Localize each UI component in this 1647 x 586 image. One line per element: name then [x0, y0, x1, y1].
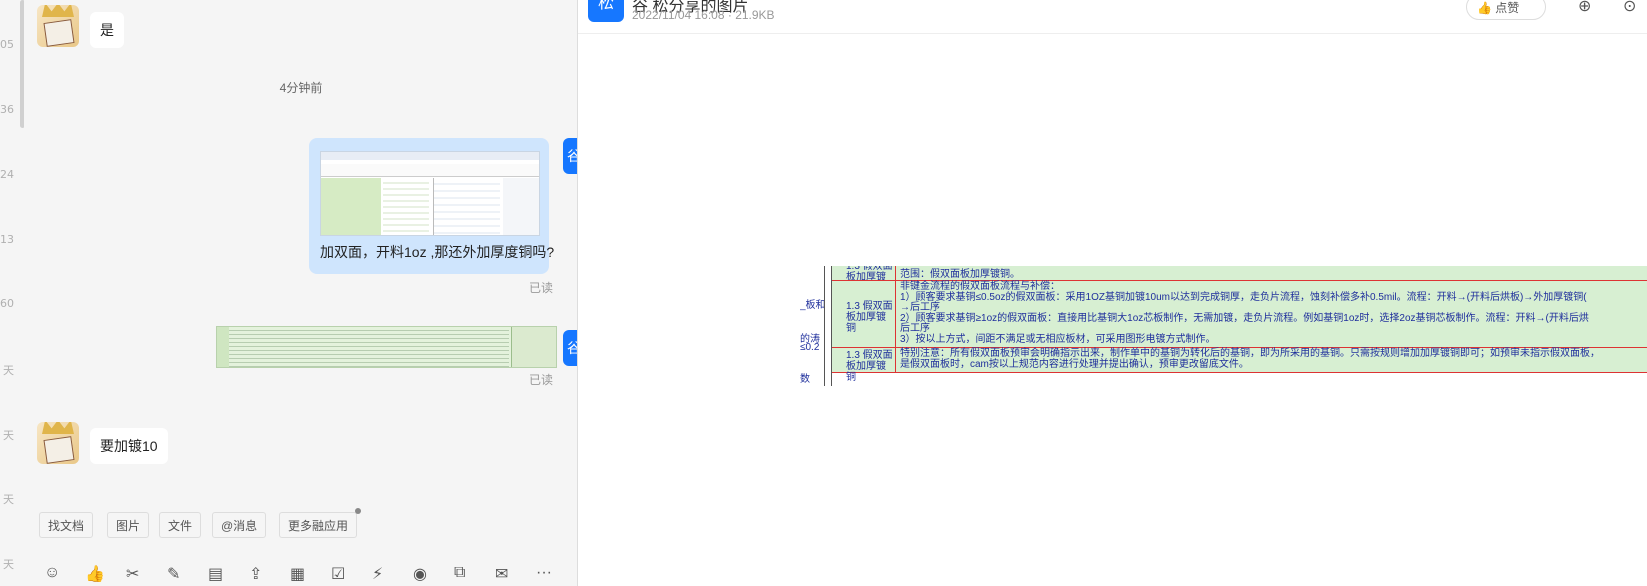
find-doc-button[interactable]: 找文档 [39, 512, 94, 538]
row-line: 范围：假双面板加厚镀铜。 [900, 269, 1020, 280]
viewer-subtitle: 2022/11/04 16:08 · 21.9KB [632, 8, 775, 22]
fragment: 数 [800, 374, 810, 385]
timestamp: 24 [0, 168, 14, 181]
row-line: 1）顾客要求基铜≤0.5oz的假双面板：采用1OZ基铜加镀10um以达到完成铜厚… [900, 291, 1587, 303]
input-toolbar: ☺ 👍 ✂ ✎ ▤ ⇪ ▦ ☑ ⚡ ◉ ⧉ ✉ ··· [24, 564, 578, 586]
image-button[interactable]: 图片 [107, 512, 150, 538]
more-options-icon[interactable]: ⊙ [1623, 0, 1637, 15]
sender-avatar-tag[interactable]: 谷 [563, 330, 578, 366]
row-line: 非键金流程的假双面板流程与补偿： [900, 281, 1060, 292]
time-separator: 4分钟前 [279, 81, 323, 95]
read-status: 已读 [529, 281, 554, 295]
avatar[interactable] [37, 422, 79, 464]
edit-icon[interactable]: ✎ [167, 566, 181, 583]
sent-image-message[interactable] [216, 326, 557, 368]
notification-dot [355, 508, 361, 514]
avatar[interactable] [37, 5, 79, 47]
row-line: 后工序 [900, 323, 930, 334]
screenshot-thumbnail[interactable] [320, 151, 540, 236]
sent-image-text-message[interactable]: 加双面，开料1oz ,那还外加厚度铜吗? [309, 138, 554, 274]
connect-icon[interactable]: ⧉ [454, 564, 466, 581]
message-bubble[interactable]: 是 [90, 12, 124, 48]
like-label: 点赞 [1495, 1, 1520, 15]
timestamp: 05 [0, 38, 14, 51]
task-icon[interactable]: ☑ [331, 566, 346, 583]
mail-icon[interactable]: ✉ [495, 566, 509, 583]
message-text: 加双面，开料1oz ,那还外加厚度铜吗? [320, 244, 555, 260]
timestamp: 天 [3, 429, 14, 442]
viewer-title: 谷 松分享的图片 [632, 0, 749, 15]
sharer-avatar[interactable]: 松 [588, 0, 624, 22]
more-icon[interactable]: ··· [536, 564, 552, 581]
mention-button[interactable]: @消息 [212, 512, 267, 538]
message-bubble[interactable]: 要加镀10 [90, 428, 168, 464]
thumb-up-icon[interactable]: 👍 [85, 566, 105, 583]
thumb-up-icon: 👍 [1477, 1, 1496, 15]
lightning-icon[interactable]: ⚡ [372, 566, 384, 583]
left-scrollbar[interactable] [20, 0, 25, 128]
upload-icon[interactable]: ⇪ [249, 566, 263, 583]
chat-pane: 是 4分钟前 加双面，开料1oz ,那还外加厚度铜吗? 谷 已读 谷 已读 要加… [24, 0, 578, 586]
fragment: 的涛 [800, 334, 820, 345]
scissors-icon[interactable]: ✂ [126, 566, 140, 583]
doc-table-row: 1.3 假双面板加厚镀铜 特别注意：所有假双面板预审会明确指示出来，制作单中的基… [832, 347, 1647, 383]
more-apps-button[interactable]: 更多融应用 [279, 512, 358, 538]
pane-divider[interactable] [577, 0, 578, 586]
zoom-in-icon[interactable]: ⊕ [1578, 0, 1592, 15]
table-border [831, 266, 832, 386]
row-line: →后工序 [900, 302, 940, 313]
row-content: 特别注意：所有假双面板预审会明确指示出来，制作单中的基铜为转化后的基铜，即为所采… [898, 348, 1647, 372]
row-line: 特别注意：所有假双面板预审会明确指示出来，制作单中的基铜为转化后的基铜，即为所采… [900, 348, 1600, 359]
timestamp: 36 [0, 103, 14, 116]
row-label: 1.3 假双面板加厚镀铜 [832, 281, 896, 348]
sender-avatar-tag[interactable]: 谷 [563, 138, 578, 174]
doc-table-row: 1.3 假双面板加厚镀铜 非键金流程的假双面板流程与补偿： 1）顾客要求基铜≤0… [832, 280, 1647, 349]
fragment: _板和 [800, 300, 826, 311]
emoji-icon[interactable]: ☺ [44, 564, 61, 581]
row-content: 非键金流程的假双面板流程与补偿： 1）顾客要求基铜≤0.5oz的假双面板：采用1… [898, 281, 1647, 348]
row-label: 1.3 假双面板加厚镀铜 [832, 348, 896, 383]
timestamp: 60 [0, 297, 14, 310]
row-line: 3）按以上方式，间距不满足或无相应板材，可采用图形电镀方式制作。 [900, 333, 1216, 345]
row-content: 范围：假双面板加厚镀铜。 [898, 266, 1647, 281]
doc-icon[interactable]: ▤ [208, 566, 224, 583]
palette-icon[interactable]: ◉ [413, 566, 427, 583]
row-line: 2）顾客要求基铜≥1oz的假双面板：直接用比基铜大1oz芯板制作，无需加镀，走负… [900, 312, 1589, 324]
timestamp: 天 [3, 558, 14, 571]
timestamp: 天 [3, 493, 14, 506]
row-label: 1.3 假双面板加厚镀铜 [832, 266, 896, 294]
timestamp: 13 [0, 233, 14, 246]
image-viewer: 松 谷 松分享的图片 2022/11/04 16:08 · 21.9KB 👍 点… [578, 0, 1647, 586]
row-line: 是假双面板时，cam按以上规范内容进行处理并提出确认，预审更改留底文件。 [900, 358, 1249, 370]
viewer-header: 松 谷 松分享的图片 2022/11/04 16:08 · 21.9KB 👍 点… [578, 0, 1647, 34]
table-border [824, 266, 825, 386]
read-status: 已读 [529, 373, 554, 387]
timestamp: 天 [3, 364, 14, 377]
like-button[interactable]: 👍 点赞 [1466, 0, 1546, 20]
doc-left-fragments: _板和 的涛 ≤0.2 数 [800, 266, 828, 386]
shared-document-image[interactable]: _板和 的涛 ≤0.2 数 1.3 假双面板加厚镀铜 范围：假双面板加厚镀铜。 … [800, 266, 1647, 386]
fragment: ≤0.2 [800, 342, 820, 353]
file-button[interactable]: 文件 [159, 512, 202, 538]
calendar-icon[interactable]: ▦ [290, 566, 306, 583]
chat-quick-toolbar: 找文档 图片 文件 @消息 更多融应用 [24, 508, 578, 540]
